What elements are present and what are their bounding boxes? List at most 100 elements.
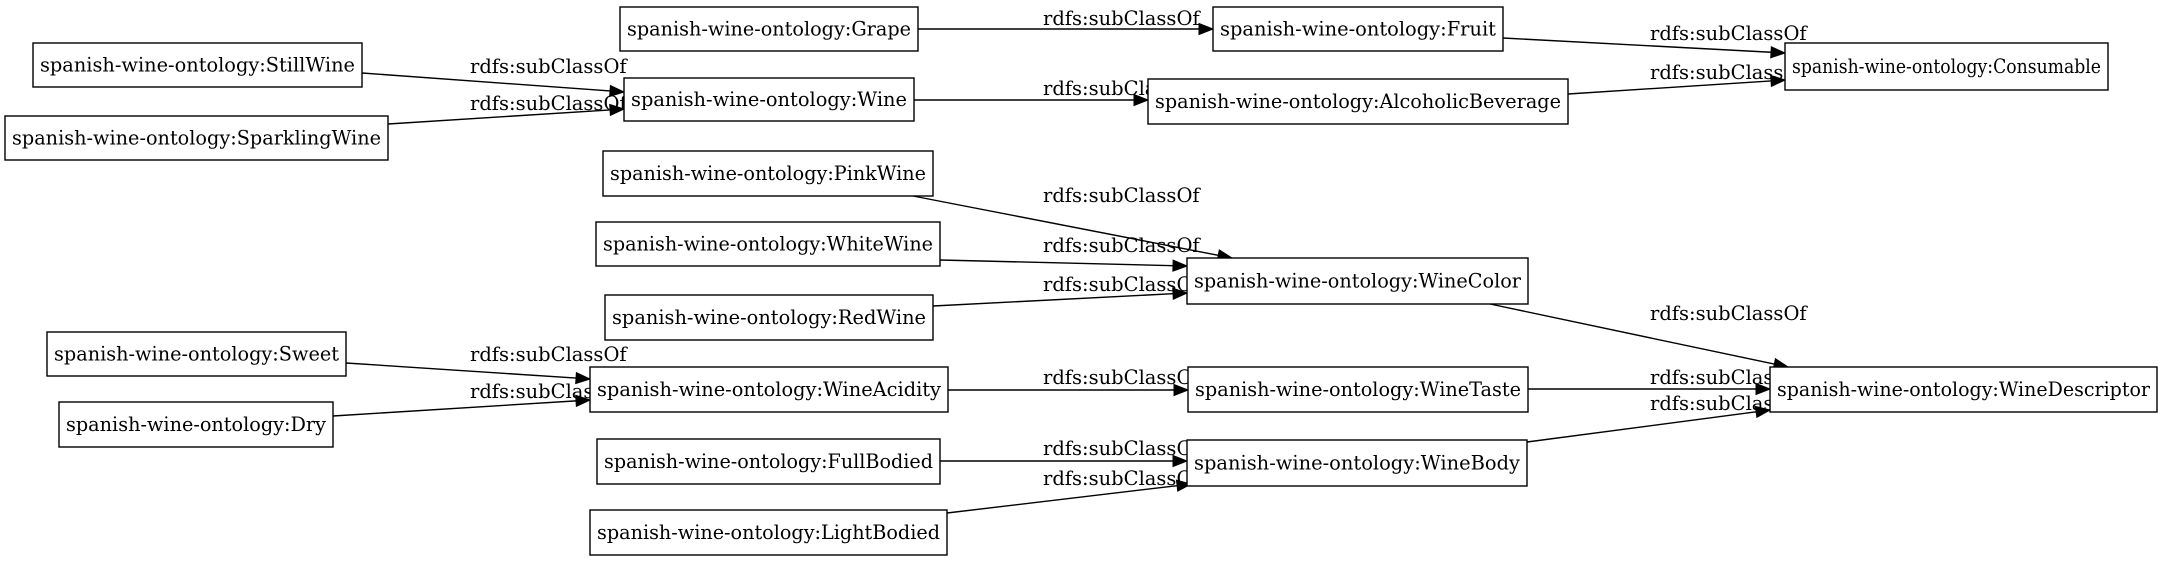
node-alcoholic-beverage[interactable]: spanish-wine-ontology:AlcoholicBeverage bbox=[1147, 78, 1569, 125]
node-wine[interactable]: spanish-wine-ontology:Wine bbox=[623, 77, 915, 122]
edge-line bbox=[332, 400, 577, 417]
node-label: spanish-wine-ontology:WineColor bbox=[1194, 270, 1522, 293]
node-wine-color[interactable]: spanish-wine-ontology:WineColor bbox=[1186, 257, 1529, 305]
node-label: spanish-wine-ontology:StillWine bbox=[40, 54, 355, 77]
node-label: spanish-wine-ontology:WineTaste bbox=[1195, 378, 1521, 401]
node-box bbox=[1147, 78, 1569, 125]
node-label: spanish-wine-ontology:AlcoholicBeverage bbox=[1155, 90, 1561, 113]
edge-arrowhead bbox=[1172, 454, 1189, 468]
edge-line bbox=[1502, 37, 1772, 53]
node-label: spanish-wine-ontology:Grape bbox=[627, 18, 911, 41]
edge-label: rdfs:subClassOf bbox=[470, 55, 628, 78]
node-white-wine[interactable]: spanish-wine-ontology:WhiteWine bbox=[595, 221, 941, 267]
edge-arrowhead bbox=[575, 371, 592, 385]
edge-label: rdfs:subClassOf bbox=[1650, 302, 1808, 325]
node-wine-body[interactable]: spanish-wine-ontology:WineBody bbox=[1186, 439, 1528, 487]
node-box bbox=[596, 438, 941, 485]
edge-arrowhead bbox=[1754, 405, 1772, 419]
edge-label: rdfs:subClassOf bbox=[1043, 437, 1201, 460]
edge-arrowhead bbox=[1172, 287, 1189, 300]
node-label: spanish-wine-ontology:FullBodied bbox=[604, 450, 933, 473]
node-box bbox=[604, 294, 934, 341]
edge-arrowhead bbox=[1755, 382, 1772, 396]
node-label: spanish-wine-ontology:Fruit bbox=[1220, 18, 1496, 41]
edge-label: rdfs:subClassOf bbox=[1043, 366, 1201, 389]
node-label: spanish-wine-ontology:WineAcidity bbox=[597, 378, 941, 401]
edge-wine-color-to-wine-descriptor: rdfs:subClassOf bbox=[1489, 302, 1808, 371]
node-box bbox=[623, 77, 915, 122]
node-box bbox=[32, 42, 363, 88]
edge-pink-wine-to-wine-color: rdfs:subClassOf bbox=[912, 184, 1234, 262]
edge-alcoholic-beverage-to-consumable: rdfs:subClassOf bbox=[1567, 61, 1808, 95]
node-box bbox=[1186, 439, 1528, 487]
node-grape[interactable]: spanish-wine-ontology:Grape bbox=[619, 6, 919, 52]
edge-line bbox=[1567, 80, 1772, 95]
edge-arrowhead bbox=[575, 394, 592, 408]
edge-arrowhead bbox=[609, 103, 626, 117]
edge-label: rdfs:subClassOf bbox=[470, 92, 628, 115]
edge-line bbox=[912, 195, 1219, 257]
node-wine-acidity[interactable]: spanish-wine-ontology:WineAcidity bbox=[589, 366, 949, 413]
edge-label: rdfs:subClassOf bbox=[1043, 234, 1201, 257]
node-label: spanish-wine-ontology:RedWine bbox=[612, 306, 926, 329]
edge-line bbox=[387, 109, 611, 125]
node-label: spanish-wine-ontology:Sweet bbox=[54, 343, 339, 366]
node-box bbox=[1769, 366, 2158, 413]
edge-fruit-to-consumable: rdfs:subClassOf bbox=[1502, 22, 1808, 59]
node-box bbox=[589, 509, 948, 556]
edge-dry-to-wine-acidity: rdfs:subClassOf bbox=[332, 380, 628, 417]
edge-sweet-to-wine-acidity: rdfs:subClassOf bbox=[345, 343, 628, 385]
node-box bbox=[1212, 6, 1504, 52]
node-fruit[interactable]: spanish-wine-ontology:Fruit bbox=[1212, 6, 1504, 52]
edge-line bbox=[946, 484, 1178, 514]
edge-grape-to-fruit: rdfs:subClassOf bbox=[918, 7, 1215, 36]
edge-line bbox=[932, 293, 1174, 307]
edge-line bbox=[1526, 411, 1757, 443]
edge-arrowhead bbox=[1172, 259, 1189, 272]
edge-line bbox=[939, 259, 1174, 267]
edge-wine-body-to-wine-descriptor: rdfs:subClassOf bbox=[1526, 392, 1808, 443]
node-wine-descriptor[interactable]: spanish-wine-ontology:WineDescriptor bbox=[1769, 366, 2158, 413]
edge-label: rdfs:subClassOf bbox=[1650, 392, 1808, 415]
edge-label: rdfs:subClassOf bbox=[1650, 22, 1808, 45]
edge-arrowhead bbox=[1133, 93, 1150, 107]
node-box bbox=[589, 366, 949, 413]
node-box bbox=[46, 331, 347, 377]
nodes-layer: spanish-wine-ontology:Grape spanish-wine-… bbox=[4, 6, 2158, 556]
edge-label: rdfs:subClassOf bbox=[1043, 467, 1201, 490]
node-red-wine[interactable]: spanish-wine-ontology:RedWine bbox=[604, 294, 934, 341]
node-sparkling-wine[interactable]: spanish-wine-ontology:SparklingWine bbox=[4, 115, 389, 161]
edge-line bbox=[1489, 303, 1775, 365]
edge-label: rdfs:subClassOf bbox=[1650, 61, 1808, 84]
edge-label: rdfs:subClassOf bbox=[1650, 366, 1808, 389]
node-box bbox=[602, 150, 934, 197]
edge-light-bodied-to-wine-body: rdfs:subClassOf bbox=[946, 467, 1201, 514]
edges-layer: rdfs:subClassOfrdfs:subClassOfrdfs:subCl… bbox=[332, 7, 1808, 514]
edge-wine-acidity-to-wine-taste: rdfs:subClassOf bbox=[948, 366, 1201, 397]
node-box bbox=[58, 401, 334, 448]
node-sweet[interactable]: spanish-wine-ontology:Sweet bbox=[46, 331, 347, 377]
edge-arrowhead bbox=[1198, 22, 1215, 36]
node-box bbox=[619, 6, 919, 52]
node-dry[interactable]: spanish-wine-ontology:Dry bbox=[58, 401, 334, 448]
edge-arrowhead bbox=[1175, 479, 1193, 492]
node-full-bodied[interactable]: spanish-wine-ontology:FullBodied bbox=[596, 438, 941, 485]
edge-full-bodied-to-wine-body: rdfs:subClassOf bbox=[940, 437, 1201, 468]
node-label: spanish-wine-ontology:WhiteWine bbox=[603, 233, 933, 256]
edge-label: rdfs:subClassOf bbox=[1043, 7, 1201, 30]
node-pink-wine[interactable]: spanish-wine-ontology:PinkWine bbox=[602, 150, 934, 197]
edge-label: rdfs:subClassOf bbox=[470, 380, 628, 403]
node-still-wine[interactable]: spanish-wine-ontology:StillWine bbox=[32, 42, 363, 88]
node-wine-taste[interactable]: spanish-wine-ontology:WineTaste bbox=[1187, 366, 1529, 413]
node-consumable[interactable]: spanish-wine-ontology:Consumable bbox=[1784, 42, 2109, 91]
edge-label: rdfs:subClassOf bbox=[1043, 184, 1201, 207]
node-box bbox=[4, 115, 389, 161]
edge-arrowhead bbox=[609, 84, 626, 98]
edge-wine-taste-to-wine-descriptor: rdfs:subClassOf bbox=[1528, 366, 1808, 396]
node-light-bodied[interactable]: spanish-wine-ontology:LightBodied bbox=[589, 509, 948, 556]
edge-arrowhead bbox=[1770, 46, 1787, 59]
node-label: spanish-wine-ontology:WineDescriptor bbox=[1777, 378, 2151, 401]
edge-arrowhead bbox=[1173, 383, 1190, 397]
edge-line bbox=[345, 362, 577, 379]
